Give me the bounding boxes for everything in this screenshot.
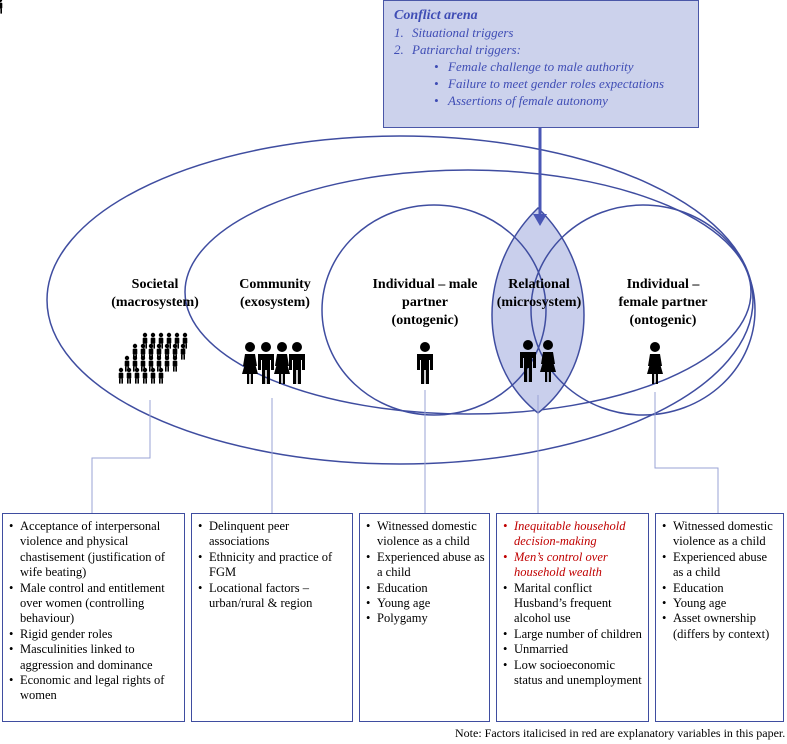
list-item: Masculinities linked to aggression and d… — [7, 642, 180, 673]
list-item: Experienced abuse as a child — [660, 550, 779, 581]
label-societal: Societal (macrosystem) — [111, 277, 199, 310]
list-item: Male control and entitlement over women … — [7, 581, 180, 627]
list-item: Young age — [660, 596, 779, 612]
list-item: Asset ownership (differs by context) — [660, 611, 779, 642]
list-item: Ethnicity and practice of FGM — [196, 550, 348, 581]
list-item: Economic and legal rights of women — [7, 673, 180, 704]
factors-community-box: Delinquent peer associations Ethnicity a… — [191, 513, 353, 722]
list-item: Polygamy — [364, 611, 485, 627]
male-individual-circle — [321, 204, 547, 416]
list-item: Experienced abuse as a child — [364, 550, 485, 581]
list-item: Low socioeconomic status and unemploymen… — [501, 658, 644, 689]
societal-ellipse — [46, 135, 754, 465]
patriarchal-item: •Female challenge to male authority — [434, 59, 634, 74]
conflict-arrow-head — [533, 214, 547, 226]
male-person-icon — [417, 342, 433, 384]
factors-female-box: Witnessed domestic violence as a child E… — [655, 513, 784, 722]
list-item: Delinquent peer associations — [196, 519, 348, 550]
factors-societal-box: Acceptance of interpersonal violence and… — [2, 513, 185, 722]
list-item-explanatory: Men’s control over household wealth — [501, 550, 644, 581]
connector-societal — [91, 400, 151, 513]
conflict-arena-box: Conflict arena 1.Situational triggers 2.… — [383, 0, 699, 128]
list-item: Acceptance of interpersonal violence and… — [7, 519, 180, 581]
trigger-patriarchal: 2.Patriarchal triggers: — [394, 42, 521, 57]
list-item: Unmarried — [501, 642, 644, 658]
female-person-icon — [647, 342, 663, 384]
list-item: Large number of children — [501, 627, 644, 643]
label-relational: Relational (microsystem) — [496, 277, 582, 310]
patriarchal-item: •Failure to meet gender roles expectatio… — [434, 76, 665, 91]
factors-relational-box: Inequitable household decision-making Me… — [496, 513, 649, 722]
list-item: Education — [364, 581, 485, 597]
crowd-icon — [0, 0, 188, 384]
list-item: Witnessed domestic violence as a child — [660, 519, 779, 550]
conflict-arena-title: Conflict arena — [394, 8, 478, 23]
patriarchal-item: •Assertions of female autonomy — [434, 93, 608, 108]
list-item: Locational factors – urban/rural & regio… — [196, 581, 348, 612]
group-icon — [242, 342, 305, 384]
trigger-situational: 1.Situational triggers — [394, 25, 514, 40]
label-female-partner: Individual – female partner (ontogenic) — [618, 277, 708, 328]
female-individual-ellipse — [530, 204, 756, 416]
list-item: Marital conflict Husband’s frequent alco… — [501, 581, 644, 627]
label-male-partner: Individual – male partner (ontogenic) — [372, 277, 478, 328]
list-item: Rigid gender roles — [7, 627, 180, 643]
list-item: Education — [660, 581, 779, 597]
list-item-explanatory: Inequitable household decision-making — [501, 519, 644, 550]
list-item: Young age — [364, 596, 485, 612]
footnote: Note: Factors italicised in red are expl… — [455, 726, 786, 740]
list-item: Witnessed domestic violence as a child — [364, 519, 485, 550]
connector-female — [654, 392, 719, 513]
relational-lens — [492, 208, 584, 413]
community-ellipse — [184, 169, 752, 415]
factors-male-box: Witnessed domestic violence as a child E… — [359, 513, 490, 722]
label-community: Community (exosystem) — [239, 277, 311, 310]
